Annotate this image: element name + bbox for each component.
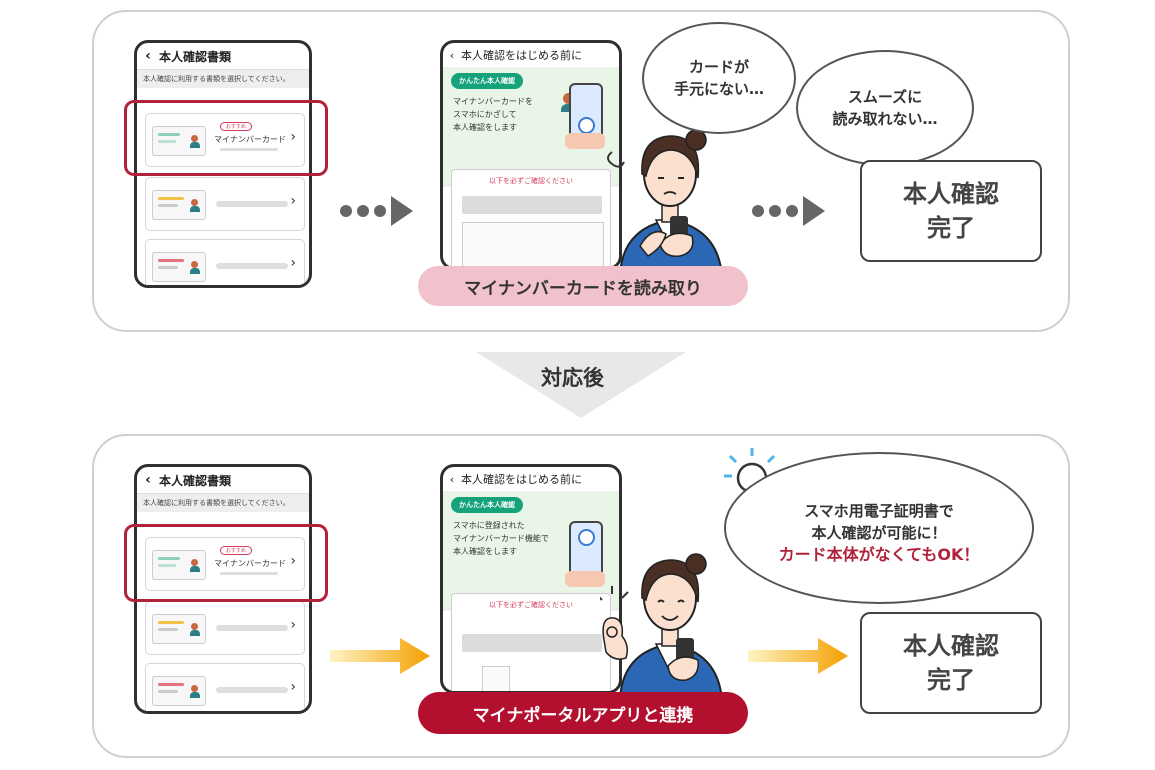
id-card-icon — [152, 190, 206, 220]
document-select-screen-before: ‹ 本人確認書類 本人確認に利用する書類を選択してください。 おすすめ マイナンバ… — [134, 40, 312, 288]
chevron-right-icon: › — [290, 617, 296, 633]
easy-verification-section: かんたん本人確認 マイナンバーカードを スマホにかざして 本人確認をします — [443, 67, 619, 187]
mynumber-card-icon — [152, 126, 206, 156]
document-option[interactable]: › — [145, 663, 305, 711]
bubble-line-2: 本人確認が可能に！ — [811, 524, 947, 542]
notice-text: 以下を必ずご確認ください — [489, 601, 573, 609]
chevron-right-icon: › — [290, 129, 296, 145]
easy-verification-badge: かんたん本人確認 — [451, 497, 523, 513]
mynumber-card-icon — [152, 550, 206, 580]
flow-arrow-dots — [340, 196, 413, 226]
pre-verification-screen-before: ‹ 本人確認をはじめる前に かんたん本人確認 マイナンバーカードを スマホにかざし… — [440, 40, 622, 270]
screen-title: 本人確認書類 — [159, 49, 232, 64]
confused-woman-illustration — [607, 129, 724, 276]
back-chevron-icon[interactable]: ‹ — [449, 48, 455, 62]
phone-with-app-icon — [565, 521, 605, 587]
screen-subtitle: 本人確認に利用する書類を選択してください。 — [137, 70, 309, 88]
verification-complete-box: 本人確認 完了 — [860, 612, 1042, 714]
notice-text: 以下を必ずご確認ください — [489, 177, 573, 185]
phone-in-hand-icon — [565, 83, 605, 149]
document-option[interactable]: › — [145, 177, 305, 231]
check-icon — [578, 529, 595, 546]
back-chevron-icon[interactable]: ‹ — [145, 48, 151, 64]
selection-highlight — [124, 524, 328, 602]
id-card-icon — [152, 252, 206, 282]
notice-box: 以下を必ずご確認ください — [451, 593, 611, 691]
document-option[interactable]: › — [145, 239, 305, 285]
recommended-pill: おすすめ — [220, 122, 253, 131]
notice-box: 以下を必ずご確認ください — [451, 169, 611, 267]
pre-verification-screen-after: ‹ 本人確認をはじめる前に かんたん本人確認 スマホに登録された マイナンバーカー… — [440, 464, 622, 694]
bubble-cannot-read: スムーズに 読み取れない… — [796, 50, 974, 166]
mynumber-card-option[interactable]: おすすめ マイナンバーカード › — [145, 113, 305, 167]
option-label: マイナンバーカード — [214, 135, 286, 144]
screen-title: 本人確認をはじめる前に — [461, 49, 582, 62]
recommended-pill: おすすめ — [220, 546, 253, 555]
selection-highlight — [124, 100, 328, 176]
chevron-right-icon: › — [290, 553, 296, 569]
easy-verification-section: かんたん本人確認 スマホに登録された マイナンバーカード機能で 本人確認をします — [443, 491, 619, 611]
bubble-no-card: カードが 手元にない… — [642, 22, 796, 134]
screen-subtitle: 本人確認に利用する書類を選択してください。 — [137, 494, 309, 512]
verification-description: マイナンバーカードを スマホにかざして 本人確認をします — [453, 97, 533, 132]
chevron-right-icon: › — [290, 255, 296, 271]
bubble-emphasis-card-body: カード本体 — [778, 545, 859, 564]
screen-title: 本人確認書類 — [159, 473, 232, 488]
option-label: マイナンバーカード — [214, 559, 286, 568]
orange-arrow-icon — [748, 638, 848, 674]
mynumber-card-option[interactable]: おすすめ マイナンバーカード › — [145, 537, 305, 591]
happy-woman-illustration — [600, 553, 724, 700]
document-option[interactable]: › — [145, 601, 305, 655]
screen-title: 本人確認をはじめる前に — [461, 473, 582, 486]
verification-description: スマホに登録された マイナンバーカード機能で 本人確認をします — [453, 521, 549, 556]
bubble-line-3-mid: がなくても — [858, 545, 938, 564]
after-label: 対応後 — [541, 366, 604, 390]
bubble-line-1: スマホ用電子証明書で — [804, 502, 954, 520]
document-select-screen-after: ‹ 本人確認書類 本人確認に利用する書類を選択してください。 おすすめ マイナンバ… — [134, 464, 312, 714]
easy-verification-badge: かんたん本人確認 — [451, 73, 523, 89]
bubble-emphasis-ok: OK！ — [937, 545, 980, 564]
down-arrow-shape — [476, 352, 686, 418]
mynaportal-app-caption: マイナポータルアプリと連携 — [418, 692, 748, 734]
check-icon — [578, 117, 595, 134]
verification-complete-box: 本人確認 完了 — [860, 160, 1042, 262]
back-chevron-icon[interactable]: ‹ — [145, 472, 151, 488]
chevron-right-icon: › — [290, 679, 296, 695]
bubble-smartphone-certificate: スマホ用電子証明書で 本人確認が可能に！ カード本体がなくてもOK！ — [724, 452, 1034, 604]
id-card-icon — [152, 676, 206, 706]
read-card-caption: マイナンバーカードを読み取り — [418, 266, 748, 306]
back-chevron-icon[interactable]: ‹ — [449, 472, 455, 486]
flow-arrow-dots — [752, 196, 825, 226]
id-card-icon — [152, 614, 206, 644]
orange-arrow-icon — [330, 638, 430, 674]
chevron-right-icon: › — [290, 193, 296, 209]
